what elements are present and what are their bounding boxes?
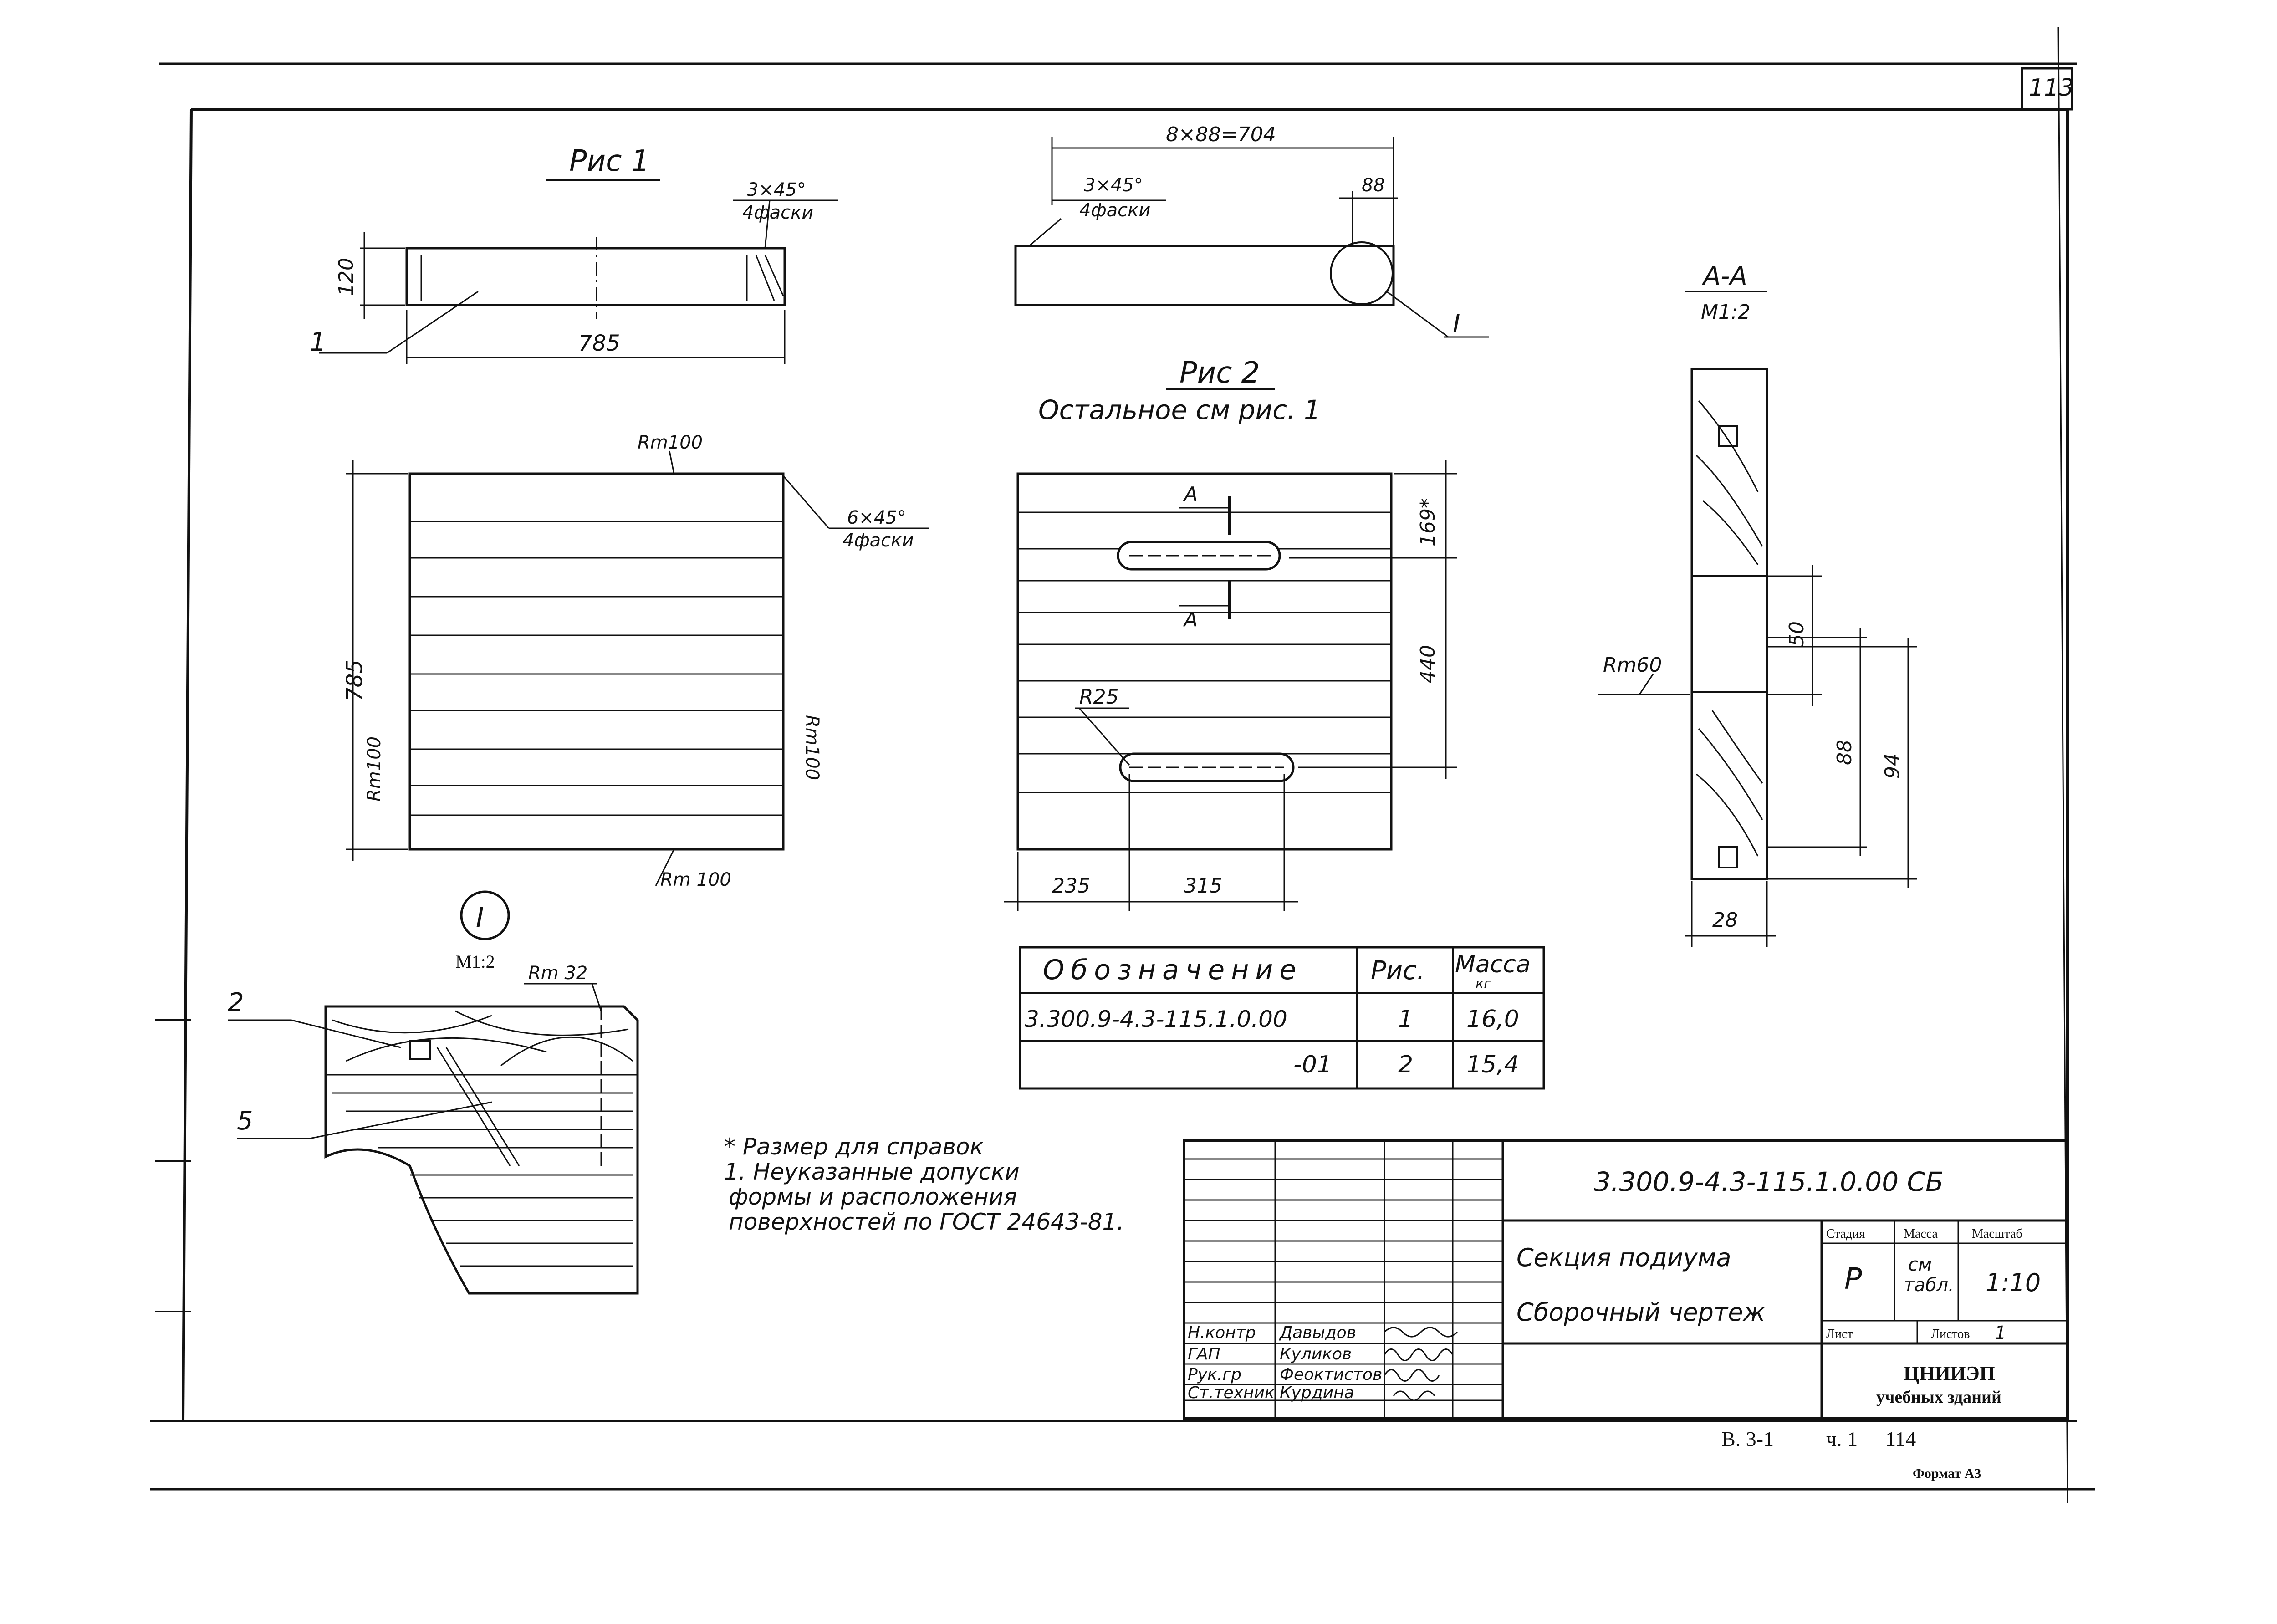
- stage-value: Р: [1844, 1262, 1862, 1296]
- fig1-rm-bottom: Rm 100: [660, 869, 731, 890]
- section-mark-bottom: А: [1183, 608, 1198, 631]
- series-ref: В. 3-1 ч. 1 114 Формат А3: [1721, 1427, 1981, 1481]
- note-line-3: поверхностей по ГОСТ 24643-81.: [729, 1209, 1124, 1235]
- fig2-title: Рис 2: [1179, 356, 1260, 390]
- spec-header-fig: Рис.: [1371, 956, 1425, 986]
- org-line-2: учебных зданий: [1876, 1388, 2001, 1407]
- signer-4-name: Курдина: [1280, 1384, 1354, 1402]
- fig2-side-group: 8×88=704 88 3×45° 4фаски I Рис 2 Остальн…: [1014, 123, 1489, 425]
- fig1-chamfer-plan: 6×45°: [847, 507, 906, 528]
- fig2-plan: А А R25 169* 440 235 315: [1004, 460, 1457, 911]
- note-star: * Размер для справок: [724, 1134, 984, 1160]
- signer-3-role: Рук.гр: [1188, 1365, 1241, 1384]
- note-line-1: 1. Неуказанные допуски: [724, 1159, 1020, 1185]
- section-aa-dim-88: 88: [1833, 740, 1856, 765]
- signer-2-name: Куликов: [1280, 1345, 1352, 1364]
- detail-rm: Rm 32: [528, 963, 587, 984]
- section-aa-scale: М1:2: [1701, 301, 1751, 324]
- fig1-dim-height: 120: [335, 258, 358, 296]
- org-line-1: ЦНИИЭП: [1904, 1362, 1995, 1384]
- fig1-rm-left: Rm100: [364, 736, 385, 802]
- mass-label: Масса: [1904, 1227, 1938, 1241]
- scale-value: 1:10: [1986, 1268, 2041, 1297]
- fig2-side-view: [1014, 245, 1395, 306]
- page-number: 113: [2029, 74, 2074, 102]
- spec-header-mass: Масса: [1455, 951, 1531, 978]
- fig2-dim-169: 169*: [1416, 498, 1440, 546]
- fig1-rm-top: Rm100: [638, 432, 703, 453]
- spec-row-2-mass: 15,4: [1466, 1051, 1519, 1078]
- section-mark-top: А: [1183, 483, 1198, 506]
- sheets-label: Листов: [1931, 1327, 1970, 1341]
- fig1-group: Рис 1 3×45° 4фаски 120 785 1: [310, 144, 838, 364]
- spec-header-mass-unit: кг: [1475, 976, 1491, 992]
- sheet-format: Формат А3: [1913, 1466, 1981, 1481]
- spec-table: Обозначение Рис. Масса кг 3.300.9-4.3-11…: [1019, 946, 1545, 1090]
- spec-row-1-mass: 16,0: [1466, 1006, 1519, 1033]
- spec-row-1-code: 3.300.9-4.3-115.1.0.00: [1025, 1006, 1287, 1032]
- detail-mark: I: [476, 902, 484, 934]
- doc-name-line-1: Секция подиума: [1516, 1243, 1731, 1272]
- sheets-value: 1: [1995, 1323, 2006, 1343]
- fig1-chamfer-plan-sub: 4фаски: [842, 530, 914, 551]
- signer-3-name: Феоктистов: [1280, 1365, 1382, 1384]
- title-block: 3.300.9-4.3-115.1.0.00 СБ Секция подиума…: [1183, 1139, 2069, 1420]
- fig2-dim-total: 8×88=704: [1166, 123, 1276, 146]
- stage-label: Стадия: [1826, 1227, 1865, 1241]
- section-aa-dim-94: 94: [1881, 753, 1904, 779]
- slot-upper: [1117, 541, 1281, 571]
- notes: * Размер для справок 1. Неуказанные допу…: [724, 1134, 1124, 1235]
- fig1-chamfer-label: 3×45°: [747, 179, 806, 200]
- series-ref-3: 114: [1885, 1427, 1916, 1450]
- doc-code: 3.300.9-4.3-115.1.0.00 СБ: [1594, 1166, 1944, 1197]
- section-aa-title: А-А: [1702, 261, 1747, 291]
- sheet-frame: [150, 27, 2095, 1503]
- signer-4-role: Ст.техник: [1188, 1384, 1275, 1402]
- section-aa-rm: Rm60: [1603, 654, 1662, 677]
- fig1-side-view: [405, 247, 786, 306]
- fig1-title: Рис 1: [569, 144, 649, 178]
- mass-value-2: табл.: [1904, 1275, 1954, 1296]
- fig1-dim-side: 785: [342, 659, 368, 701]
- fig2-dim-315: 315: [1184, 874, 1222, 898]
- fig2-chamfer-sub: 4фаски: [1079, 200, 1150, 221]
- signer-1-name: Давыдов: [1279, 1323, 1356, 1342]
- fig1-callout-1: 1: [310, 327, 326, 357]
- section-aa: А-А М1:2 Rm60 50 88 94: [1598, 261, 1917, 947]
- detail-callout-5: 5: [237, 1106, 253, 1136]
- series-ref-2: ч. 1: [1826, 1427, 1858, 1450]
- note-line-2: формы и расположения: [729, 1184, 1017, 1210]
- spec-header-code: Обозначение: [1043, 954, 1302, 986]
- sheet-label: Лист: [1826, 1327, 1853, 1341]
- doc-name-line-2: Сборочный чертеж: [1516, 1298, 1766, 1327]
- fig2-dim-235: 235: [1052, 874, 1090, 898]
- signatures: [1384, 1327, 1458, 1401]
- fig2-radius: R25: [1079, 685, 1119, 709]
- detail-I: I М1:2 Rm 32 2 5: [228, 890, 639, 1295]
- section-aa-dim-28: 28: [1712, 909, 1738, 932]
- detail-scale: М1:2: [455, 951, 495, 972]
- fig1-rm-right: Rm100: [802, 715, 822, 780]
- fig2-subtitle: Остальное см рис. 1: [1038, 394, 1321, 425]
- spec-row-1-fig: 1: [1398, 1006, 1413, 1033]
- fig2-detail-callout: I: [1453, 309, 1460, 339]
- fig1-chamfer-sub: 4фаски: [742, 202, 813, 223]
- detail-circle: [1330, 241, 1394, 305]
- fig2-dim-440: 440: [1416, 645, 1440, 683]
- signer-2-role: ГАП: [1188, 1345, 1220, 1364]
- mass-value-1: см: [1908, 1254, 1932, 1275]
- wood-grain-aa: [1695, 400, 1763, 857]
- fig2-chamfer-label: 3×45°: [1084, 175, 1143, 196]
- section-aa-dim-50: 50: [1785, 621, 1808, 647]
- fig1-plan: 785 Rm100 Rm100 Rm100 Rm 100 6×45° 4фаск…: [342, 432, 929, 890]
- series-ref-1: В. 3-1: [1721, 1427, 1774, 1450]
- signer-1-role: Н.контр: [1188, 1323, 1256, 1342]
- spec-row-2-code: -01: [1293, 1051, 1332, 1078]
- scale-label: Масштаб: [1972, 1227, 2022, 1241]
- detail-callout-2: 2: [228, 988, 244, 1017]
- fig1-dim-length: 785: [578, 331, 620, 356]
- fig2-dim-step: 88: [1362, 175, 1385, 196]
- spec-row-2-fig: 2: [1398, 1051, 1413, 1078]
